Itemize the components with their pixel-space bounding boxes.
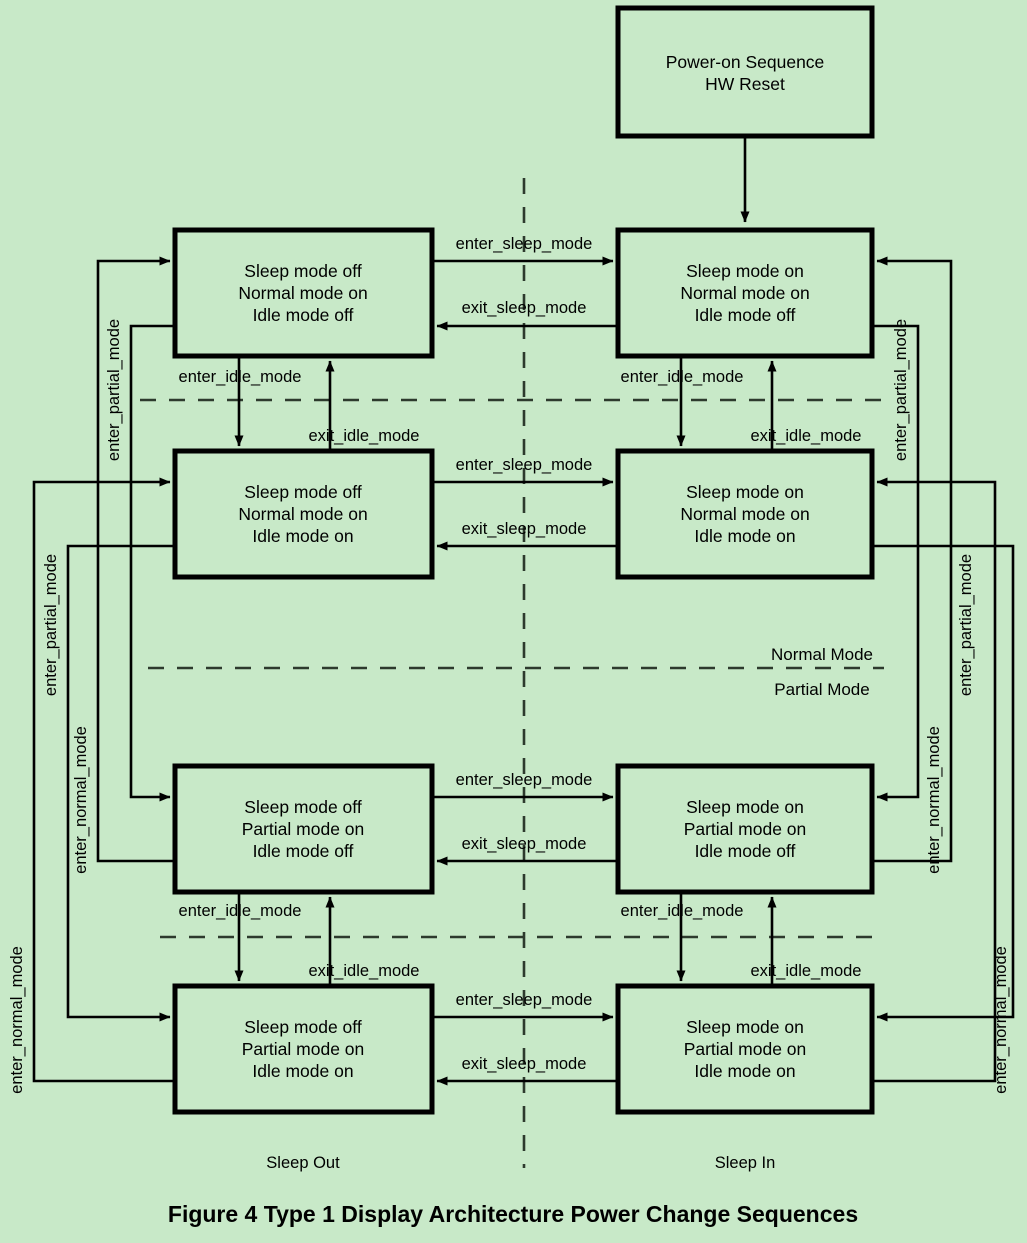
label-right-normal-1: enter_normal_mode (925, 726, 943, 874)
state-s7-line3: Idle mode on (252, 1061, 353, 1081)
edge-s3-to-s7-partial (66, 544, 175, 1022)
state-s8-line1: Sleep mode on (686, 1017, 804, 1037)
edge-s2-to-s6-partial (872, 324, 920, 802)
label-right-partial-1: enter_partial_mode (892, 319, 910, 461)
state-box-s5 (172, 763, 435, 895)
state-box-s2 (615, 227, 875, 359)
state-s5-line1: Sleep mode off (244, 797, 362, 817)
state-s8-line3: Idle mode on (694, 1061, 795, 1081)
label-r-enter-idle-top: enter_idle_mode (621, 368, 744, 386)
state-box-s7 (172, 983, 435, 1115)
label-r2-exit-sleep: exit_sleep_mode (462, 520, 587, 538)
start-node-line2: HW Reset (705, 74, 785, 94)
label-left-partial-2: enter_partial_mode (42, 554, 60, 696)
edge-s7-to-s3-normal (32, 477, 175, 1083)
column-label-sleep-out: Sleep Out (266, 1154, 340, 1172)
state-s6-line1: Sleep mode on (686, 797, 804, 817)
state-s1-line2: Normal mode on (238, 283, 367, 303)
label-r-exit-idle-top: exit_idle_mode (751, 427, 862, 445)
label-l-enter-idle-top: enter_idle_mode (179, 368, 302, 386)
state-s2-line1: Sleep mode on (686, 261, 804, 281)
edge-s4-to-s8-partial (872, 544, 1015, 1022)
state-box-s8 (615, 983, 875, 1115)
state-s3-line2: Normal mode on (238, 504, 367, 524)
label-r3-enter-sleep: enter_sleep_mode (456, 771, 593, 789)
state-s1-line1: Sleep mode off (244, 261, 362, 281)
state-box-s3 (172, 448, 435, 580)
label-l-enter-idle-bot: enter_idle_mode (179, 902, 302, 920)
label-r-exit-idle-bot: exit_idle_mode (751, 962, 862, 980)
state-s7-line1: Sleep mode off (244, 1017, 362, 1037)
start-node-box (615, 5, 875, 139)
label-right-partial-2: enter_partial_mode (957, 554, 975, 696)
state-s4-line3: Idle mode on (694, 526, 795, 546)
label-right-normal-2: enter_normal_mode (992, 946, 1010, 1094)
state-box-s4 (615, 448, 875, 580)
state-s5-line2: Partial mode on (242, 819, 365, 839)
state-s5-line3: Idle mode off (253, 841, 354, 861)
label-left-normal-2: enter_normal_mode (8, 946, 26, 1094)
label-l-exit-idle-bot: exit_idle_mode (309, 962, 420, 980)
state-s6-line2: Partial mode on (684, 819, 807, 839)
edge-s1-to-s5-partial (129, 324, 175, 802)
edge-s6-to-s2-normal (872, 256, 953, 863)
zone-label-partial-mode: Partial Mode (774, 680, 869, 699)
label-r3-exit-sleep: exit_sleep_mode (462, 835, 587, 853)
label-r1-exit-sleep: exit_sleep_mode (462, 299, 587, 317)
state-s6-line3: Idle mode off (695, 841, 796, 861)
label-r2-enter-sleep: enter_sleep_mode (456, 456, 593, 474)
label-l-exit-idle-top: exit_idle_mode (309, 427, 420, 445)
state-box-s1 (172, 227, 435, 359)
state-s3-line1: Sleep mode off (244, 482, 362, 502)
label-r4-exit-sleep: exit_sleep_mode (462, 1055, 587, 1073)
start-node-line1: Power-on Sequence (666, 52, 825, 72)
zone-label-normal-mode: Normal Mode (771, 645, 873, 664)
label-left-normal-1: enter_normal_mode (72, 726, 90, 874)
state-s4-line1: Sleep mode on (686, 482, 804, 502)
state-s1-line3: Idle mode off (253, 305, 354, 325)
figure-caption: Figure 4 Type 1 Display Architecture Pow… (168, 1201, 858, 1227)
state-s4-line2: Normal mode on (680, 504, 809, 524)
label-r4-enter-sleep: enter_sleep_mode (456, 991, 593, 1009)
state-s7-line2: Partial mode on (242, 1039, 365, 1059)
state-s8-line2: Partial mode on (684, 1039, 807, 1059)
edge-s8-to-s4-normal (872, 477, 997, 1083)
state-box-s6 (615, 763, 875, 895)
edge-s5-to-s1-normal (96, 256, 175, 863)
column-label-sleep-in: Sleep In (715, 1154, 776, 1172)
label-r-enter-idle-bot: enter_idle_mode (621, 902, 744, 920)
state-s2-line2: Normal mode on (680, 283, 809, 303)
label-r1-enter-sleep: enter_sleep_mode (456, 235, 593, 253)
label-left-partial-1: enter_partial_mode (105, 319, 123, 461)
state-s3-line3: Idle mode on (252, 526, 353, 546)
state-s2-line3: Idle mode off (695, 305, 796, 325)
